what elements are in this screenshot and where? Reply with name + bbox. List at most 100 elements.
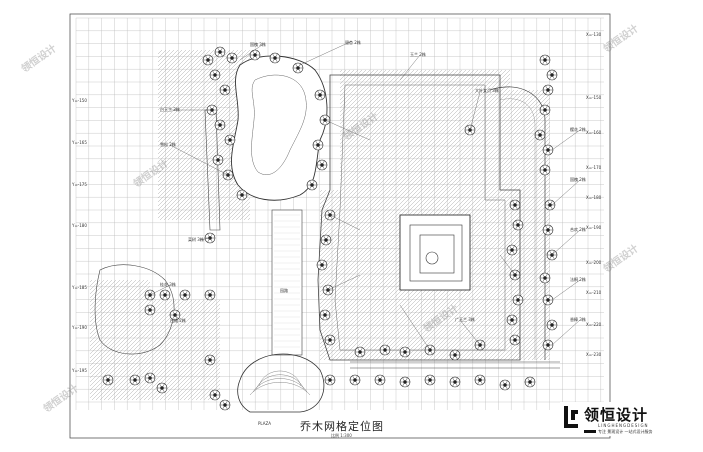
tree-symbol [506,314,518,326]
pavilion-core [419,234,455,274]
plant-label: 合欢 2株 [570,227,586,232]
leader-line [469,91,481,131]
tree-symbol [539,104,551,116]
plant-label: 大叶女贞 3株 [475,88,499,93]
tree-symbol [316,159,328,171]
amphitheater-step [249,382,311,396]
grid-x-label: X=-210 [586,290,602,295]
tree-symbol [292,62,304,74]
tree-symbol [209,69,221,81]
grid-y-label: Y=-180 [72,223,87,228]
leader-line [459,319,481,346]
leader-line [199,237,211,241]
tree-symbol [236,189,248,201]
tree-symbol [506,244,518,256]
tree-symbol [542,339,554,351]
tree-symbol [542,84,554,96]
leader-line [399,304,431,351]
plant-label: 栾树 3株 [188,237,204,242]
plant-label: 桂花 3株 [160,282,176,287]
logo-sub-en: LINGHENGDESIGN [598,423,649,428]
tree-symbol [249,49,261,61]
tree-symbol [542,224,554,236]
grid-y-label: Y=-150 [72,98,87,103]
grid-y-label: Y=-195 [72,368,87,373]
grid-x-label: X=-130 [586,32,602,37]
plaza-inner-outline [334,84,506,351]
pavilion-circle [425,251,439,265]
tree-symbol [219,399,231,411]
plant-label: 广玉兰 3株 [455,317,475,322]
leader-line [551,319,581,346]
leader-line [174,314,181,321]
tree-symbol [546,69,558,81]
plant-label: 国槐 3株 [250,42,266,47]
tree-symbol [499,379,511,391]
plant-label: 雪松 2株 [160,142,176,147]
drawing-title: 乔木网格定位图 [300,420,384,433]
logo-name: 领恒设计 [584,406,649,424]
tree-symbol [509,199,521,211]
tree-symbol [209,389,221,401]
tree-symbol [399,376,411,388]
pond-outline [231,55,328,201]
central-path [271,209,303,356]
tree-symbol [374,374,386,386]
plaza-outline [317,74,521,361]
grid-y-label: Y=-190 [72,325,87,330]
right-path [489,86,546,360]
tree-symbol [269,52,281,64]
path-label: 园路 [280,288,288,293]
company-logo: 领恒设计 LINGHENGDESIGN 专注 景观设计 一站式设计服务 [560,402,680,436]
tree-symbol [159,289,171,301]
grid-x-label: X=-150 [586,95,602,100]
plant-label: 玉兰 2株 [410,52,426,57]
tree-symbol [534,129,546,141]
tree-symbol [102,374,114,386]
tree-symbol [212,154,224,166]
tree-symbol [226,52,238,64]
tree-symbol [204,289,216,301]
tree-symbol [512,219,524,231]
tree-symbol [544,199,556,211]
tree-symbol [319,309,331,321]
grid-y-label: Y=-185 [72,285,87,290]
leader-line [399,54,421,81]
tree-symbol [314,89,326,101]
plant-label: 香樟 3株 [570,317,586,322]
tree-symbol [144,304,156,316]
amphitheater-step [258,370,302,387]
tree-symbol [316,259,328,271]
leader-line [551,129,581,151]
grid-x-label: X=-190 [586,225,602,230]
tree-symbol [512,294,524,306]
plant-label: 白蜡 2株 [170,318,186,323]
tree-symbol [424,374,436,386]
tree-symbol [224,134,236,146]
leader-line [239,44,263,61]
tree-symbol [449,349,461,361]
pavilion-inner [409,224,463,282]
tree-symbol [539,164,551,176]
tree-symbol [449,376,461,388]
left-garden-outline [94,264,175,355]
leader-line [551,179,581,206]
logo-sub-cn: 专注 景观设计 一站式设计服务 [598,429,653,434]
amphitheater-step [252,378,308,393]
plant-label: 银杏 2株 [345,40,361,45]
grid-x-label: X=-160 [586,130,602,135]
scale-note: 比例 1:300 [331,433,352,438]
leader-line [551,279,581,301]
tree-symbol [349,374,361,386]
leader-line [551,229,581,256]
tree-symbol [179,289,191,301]
entry-label: PLAZA [258,421,271,426]
plant-label: 白玉兰 3株 [160,107,180,112]
amphitheater-outline [237,353,325,413]
tree-symbol [354,346,366,358]
tree-symbol [399,346,411,358]
grid-x-label: X=-230 [586,352,602,357]
tree-symbol [156,382,168,394]
tree-symbol [144,372,156,384]
